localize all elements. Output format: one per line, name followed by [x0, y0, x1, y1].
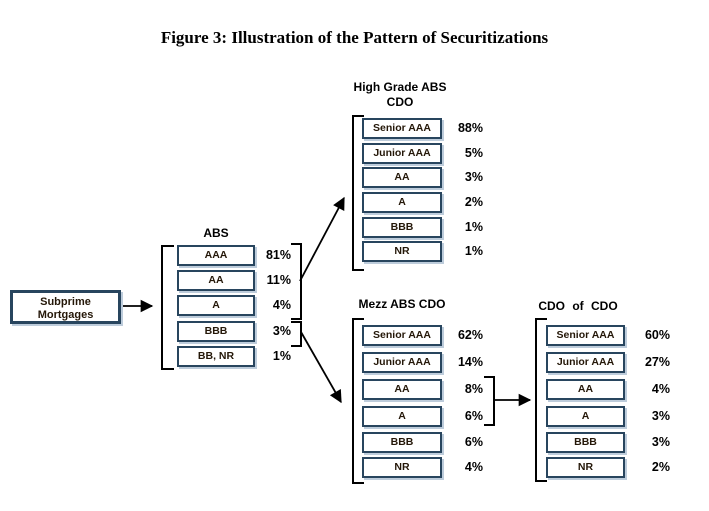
subprime-mortgages-node: Subprime Mortgages	[10, 290, 121, 324]
mezz-pct-aa: 8%	[464, 382, 483, 396]
cdo2-pct-junior-aaa: 27%	[644, 355, 670, 369]
cdo2-pct-a: 3%	[651, 409, 670, 423]
mezz-box-senior-aaa: Senior AAA	[362, 325, 442, 346]
mezz-pct-nr: 4%	[464, 460, 483, 474]
hg-pct-nr: 1%	[464, 244, 483, 258]
high-grade-title-line2: CDO	[386, 95, 414, 109]
mezz-pct-a: 6%	[464, 409, 483, 423]
hg-box-aa: AA	[362, 167, 442, 188]
cdo2-box-aa: AA	[546, 379, 625, 400]
abs-title: ABS	[203, 226, 229, 240]
cdo2-pct-bbb: 3%	[651, 435, 670, 449]
mezz-pct-bbb: 6%	[464, 435, 483, 449]
high-grade-left-bracket	[352, 115, 364, 271]
hg-pct-bbb: 1%	[464, 220, 483, 234]
hg-pct-junior-aaa: 5%	[464, 146, 483, 160]
cdo2-pct-aa: 4%	[651, 382, 670, 396]
cdo-of-cdo-title: CDO of CDO	[538, 299, 618, 313]
figure-title: Figure 3: Illustration of the Pattern of…	[160, 28, 549, 47]
abs-pct-aaa: 81%	[265, 248, 291, 262]
abs-senior-bracket	[291, 243, 302, 320]
high-grade-title-line1: High Grade ABS	[353, 80, 447, 94]
hg-box-junior-aaa: Junior AAA	[362, 143, 442, 164]
mezz-left-bracket	[352, 318, 364, 484]
subprime-label-line2: Mortgages	[37, 309, 94, 321]
abs-left-bracket	[161, 245, 174, 370]
abs-pct-a: 4%	[272, 298, 291, 312]
arrow-abs-to-mezz	[300, 331, 342, 404]
arrow-abs-to-high-grade	[299, 196, 345, 282]
mezz-box-bbb: BBB	[362, 432, 442, 453]
mezz-pct-senior-aaa: 62%	[457, 328, 483, 342]
hg-pct-senior-aaa: 88%	[457, 121, 483, 135]
mezz-aa-a-bracket	[484, 376, 495, 426]
abs-bbb-bracket	[291, 321, 302, 347]
abs-pct-bbb: 3%	[272, 324, 291, 338]
hg-box-bbb: BBB	[362, 217, 442, 238]
mezz-pct-junior-aaa: 14%	[457, 355, 483, 369]
cdo2-pct-senior-aaa: 60%	[644, 328, 670, 342]
hg-box-a: A	[362, 192, 442, 213]
cdo-of-cdo-left-bracket	[535, 318, 547, 482]
hg-box-senior-aaa: Senior AAA	[362, 118, 442, 139]
mezz-title: Mezz ABS CDO	[358, 297, 446, 311]
cdo2-box-nr: NR	[546, 457, 625, 478]
hg-pct-aa: 3%	[464, 170, 483, 184]
cdo2-pct-nr: 2%	[651, 460, 670, 474]
abs-pct-bb-nr: 1%	[272, 349, 291, 363]
mezz-box-junior-aaa: Junior AAA	[362, 352, 442, 373]
hg-pct-a: 2%	[464, 195, 483, 209]
abs-box-aa: AA	[177, 270, 255, 291]
cdo2-box-bbb: BBB	[546, 432, 625, 453]
mezz-box-a: A	[362, 406, 442, 427]
cdo2-box-junior-aaa: Junior AAA	[546, 352, 625, 373]
cdo2-box-a: A	[546, 406, 625, 427]
abs-box-a: A	[177, 295, 255, 316]
abs-box-aaa: AAA	[177, 245, 255, 266]
abs-box-bb-nr: BB, NR	[177, 346, 255, 367]
high-grade-title: High Grade ABS CDO	[338, 80, 462, 110]
hg-box-nr: NR	[362, 241, 442, 262]
cdo2-box-senior-aaa: Senior AAA	[546, 325, 625, 346]
abs-box-bbb: BBB	[177, 321, 255, 342]
abs-pct-aa: 11%	[266, 273, 291, 287]
mezz-box-nr: NR	[362, 457, 442, 478]
mezz-box-aa: AA	[362, 379, 442, 400]
subprime-label-line1: Subprime	[40, 296, 91, 308]
